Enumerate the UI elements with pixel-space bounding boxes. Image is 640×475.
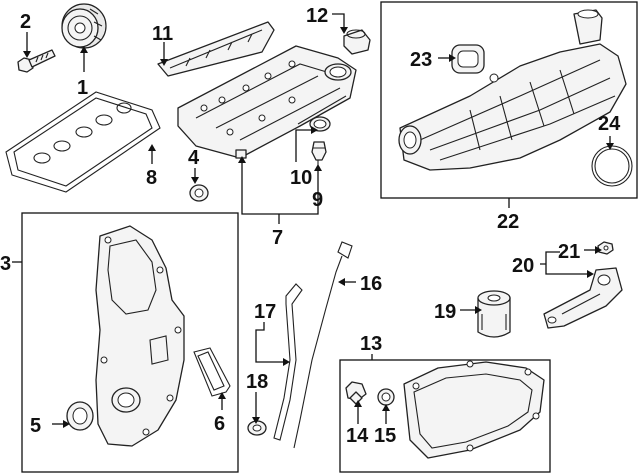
callout-6: 6 [214, 413, 225, 435]
callout-9: 9 [312, 189, 323, 211]
callout-17: 17 [254, 301, 276, 323]
washer [189, 184, 209, 202]
callout-18: 18 [246, 371, 268, 393]
oil-filter [477, 290, 511, 338]
callout-13: 13 [360, 333, 382, 355]
dipstick-tube [273, 283, 303, 441]
callout-20: 20 [512, 255, 534, 277]
callout-1: 1 [77, 77, 88, 99]
timing-chain-cover [95, 225, 185, 447]
valve-cover [177, 45, 357, 159]
callout-16: 16 [360, 273, 382, 295]
callout-21: 21 [558, 241, 580, 263]
timing-cover-group-box [21, 212, 239, 473]
intake-manifold [398, 9, 627, 171]
oil-pan-group-box [339, 359, 551, 473]
callout-4: 4 [188, 147, 200, 169]
drain-washer [377, 388, 395, 406]
callout-12: 12 [306, 5, 328, 27]
crank-seal [66, 401, 94, 431]
drain-plug [345, 381, 367, 405]
pcv-valve [311, 141, 327, 166]
callout-15: 15 [374, 425, 396, 447]
callout-3: 3 [0, 253, 11, 275]
callout-14: 14 [346, 425, 369, 447]
callout-22: 22 [497, 211, 519, 233]
callout-labels: 2 1 11 12 8 4 10 9 7 23 24 22 3 5 6 16 1… [0, 5, 621, 447]
valve-cover-gasket [5, 91, 161, 193]
crank-pulley [61, 3, 107, 49]
tube-o-ring [247, 420, 267, 436]
callout-7: 7 [272, 227, 283, 249]
crank-bolt [17, 49, 56, 73]
callout-8: 8 [146, 167, 157, 189]
oil-pan [403, 360, 545, 459]
dipstick [293, 241, 353, 449]
callout-23: 23 [410, 49, 432, 71]
cover-gasket [193, 347, 231, 397]
nut [597, 241, 614, 255]
callout-11: 11 [152, 23, 173, 45]
callout-5: 5 [30, 415, 41, 437]
seal-ring [309, 116, 331, 132]
oil-filler-cap [343, 29, 371, 55]
throttle-body-gasket [451, 44, 485, 74]
callout-2: 2 [20, 11, 31, 33]
o-ring [591, 145, 633, 187]
arrowheads [23, 27, 614, 428]
callout-19: 19 [434, 301, 456, 323]
callout-24: 24 [598, 113, 621, 135]
heat-shield [157, 21, 275, 77]
mount-bracket [543, 267, 623, 329]
callout-10: 10 [290, 167, 312, 189]
